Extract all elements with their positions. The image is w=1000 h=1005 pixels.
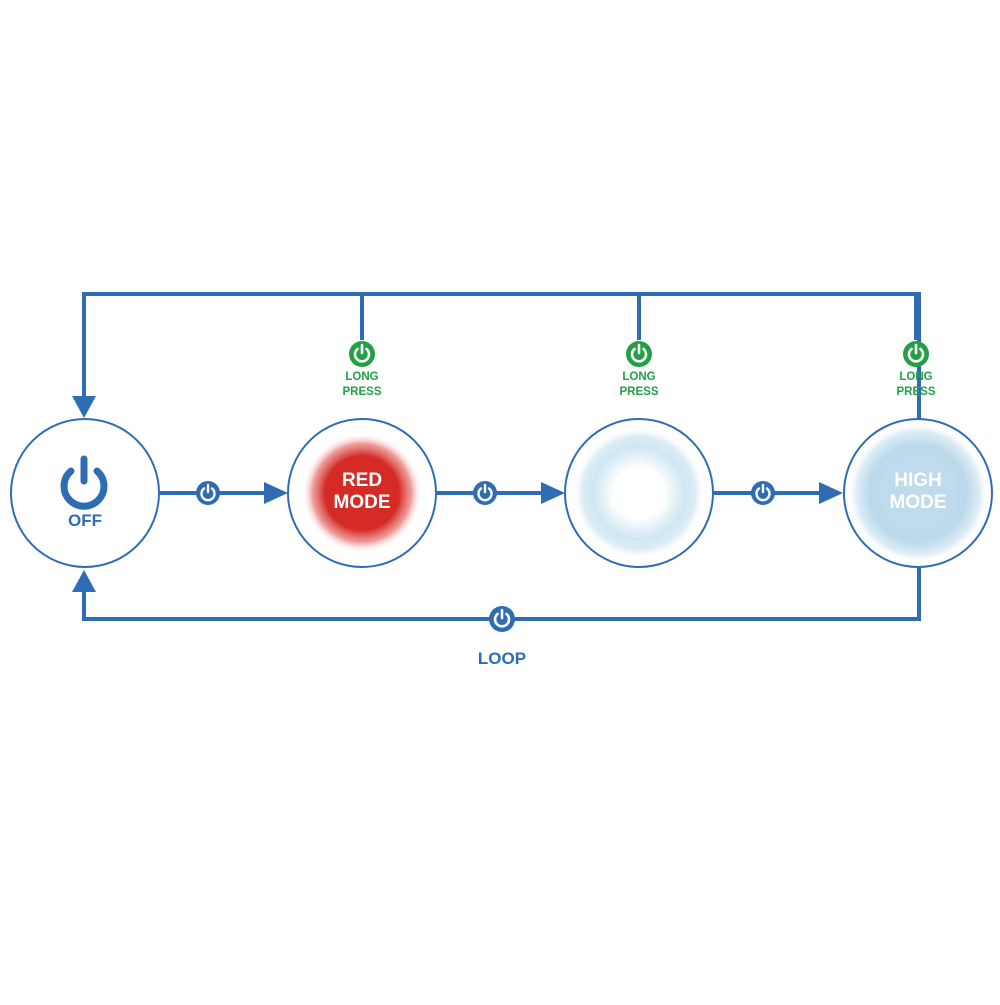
long-press-power-icon bbox=[349, 341, 375, 367]
red-mode-line1: RED bbox=[341, 470, 383, 491]
long-press-line2: PRESS bbox=[342, 386, 382, 398]
off-label: OFF bbox=[68, 511, 102, 530]
state-red-mode bbox=[287, 418, 437, 568]
short-press-power-icon bbox=[473, 481, 497, 505]
arrowhead-to-high bbox=[819, 482, 843, 504]
long-press-return-line bbox=[82, 292, 921, 420]
state-off bbox=[10, 418, 160, 568]
loop-power-icon bbox=[489, 606, 515, 632]
long-press-label-high: LONG PRESS bbox=[876, 370, 956, 400]
long-press-label-red: LONG PRESS bbox=[322, 370, 402, 400]
eco-mode-line2: MODE bbox=[610, 492, 668, 513]
eco-mode-line1: ECO bbox=[618, 470, 660, 491]
state-eco-mode bbox=[564, 418, 714, 568]
power-icon bbox=[60, 455, 108, 510]
long-press-line2: PRESS bbox=[619, 386, 659, 398]
long-press-line2: PRESS bbox=[896, 386, 936, 398]
arrowhead-into-off-bottom bbox=[72, 570, 96, 592]
arrowhead-to-red bbox=[264, 482, 288, 504]
arrowhead-to-eco bbox=[541, 482, 565, 504]
high-mode-line1: HIGH bbox=[894, 470, 942, 491]
eco-mode-label: ECO MODE bbox=[579, 470, 699, 514]
red-mode-label: RED MODE bbox=[302, 470, 422, 514]
short-press-power-icon bbox=[196, 481, 220, 505]
loop-label: LOOP bbox=[477, 649, 527, 668]
long-press-line1: LONG bbox=[899, 371, 933, 383]
arrowhead-into-off-top bbox=[72, 396, 96, 418]
long-press-power-icon bbox=[903, 341, 929, 367]
state-high-mode bbox=[843, 418, 993, 568]
long-press-line1: LONG bbox=[345, 371, 379, 383]
short-press-power-icon bbox=[751, 481, 775, 505]
long-press-power-icon bbox=[626, 341, 652, 367]
long-press-line1: LONG bbox=[622, 371, 656, 383]
long-press-label-eco: LONG PRESS bbox=[599, 370, 679, 400]
high-mode-line2: MODE bbox=[889, 492, 947, 513]
high-mode-label: HIGH MODE bbox=[858, 470, 978, 514]
red-mode-line2: MODE bbox=[333, 492, 391, 513]
